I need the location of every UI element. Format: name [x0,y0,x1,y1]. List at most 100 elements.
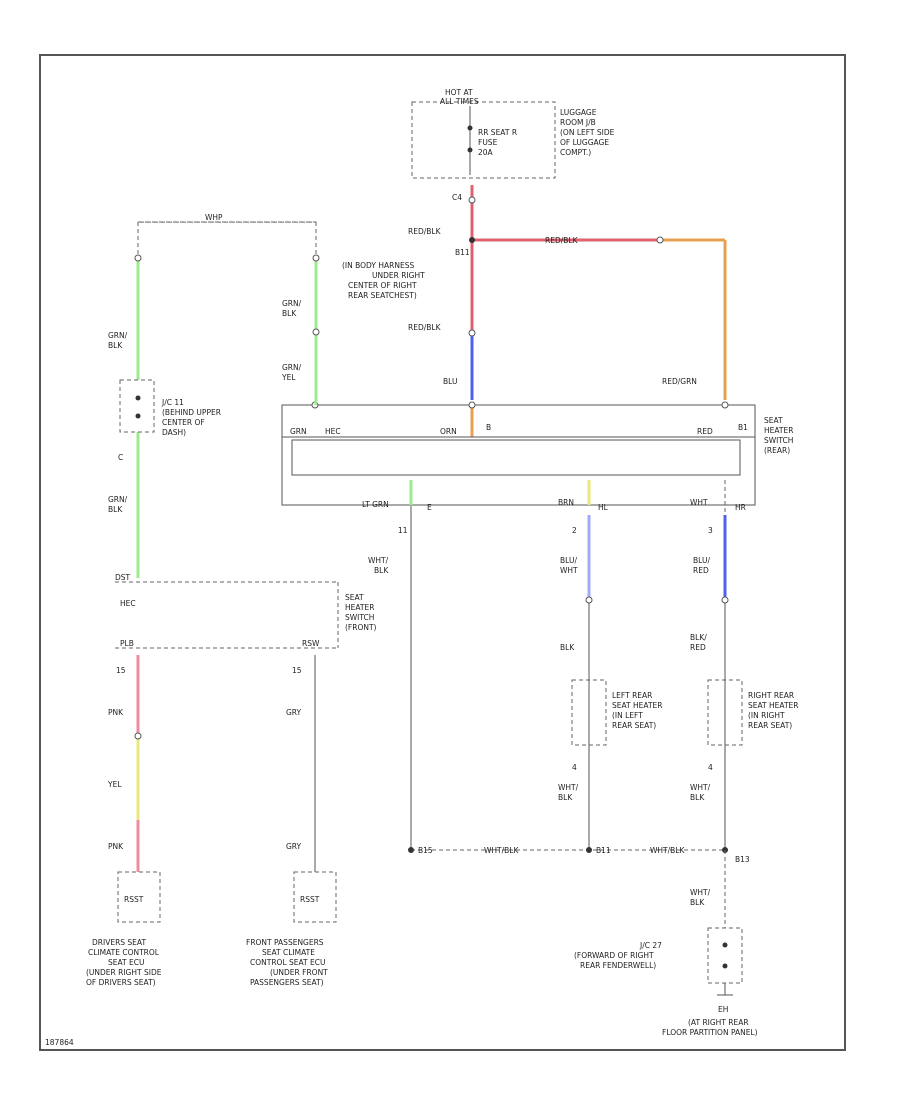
wire-label-wht-blk-2b: BLK [558,793,573,802]
jc27-label-2: (FORWARD OF RIGHT [574,951,654,960]
connector-pnk-yel [134,732,142,740]
switch-term-orn [468,401,476,409]
driver-ecu-connector [117,871,161,923]
terminal-hl-label: HL [598,503,609,512]
branch-terminal [656,236,664,244]
switch-rear-label-3: SWITCH [764,436,793,445]
front-switch-dst: DST [115,573,131,582]
wire-label-red-blk-3: RED/BLK [545,236,579,245]
jb-label-5: COMPT.) [560,148,591,157]
hot-at-label: HOT AT [445,88,473,97]
left-heater-label-2: SEAT HEATER [612,701,662,710]
front-switch-rsw: RSW [302,639,320,648]
pin-15-left: 15 [116,666,126,675]
wire-label-grn-blk-1: GRN/ [108,331,128,340]
junction-b11-label: B11 [596,846,611,855]
switch-rear-label-4: (REAR) [764,446,790,455]
wire-label-grn-yel: GRN/ [282,363,302,372]
driver-ecu-label-1: DRIVERS SEAT [92,938,146,947]
driver-rsst-label: RSST [124,895,144,904]
jc27-label-3: REAR FENDERWELL) [580,961,656,970]
wire-label-blu: BLU [443,377,457,386]
wire-label-blu-red: BLU/ [693,556,710,565]
left-heater-label-1: LEFT REAR [612,691,652,700]
terminal-red-label: RED [697,427,713,436]
splice-label-4: REAR SEATCHEST) [348,291,417,300]
jc11-connector-c: C [118,453,123,462]
wire-label-blu-redb: RED [693,566,709,575]
terminal-b-label: B [486,423,491,432]
wire-label-red-grn: RED/GRN [662,377,697,386]
splice-label-1: (IN BODY HARNESS [342,261,414,270]
connector-grn-right-mid [312,328,320,336]
passenger-ecu-label-5: PASSENGERS SEAT) [250,978,324,987]
jb-label-3: (ON LEFT SIDE [560,128,615,137]
junction-b11 [586,847,592,853]
figure-id: 187864 [45,1038,74,1047]
jc27-box [707,927,743,984]
connector-blu-wht [585,596,593,604]
seat-heater-switch-rear-box [281,404,756,506]
jb-label-2: ROOM J/B [560,118,596,127]
wire-label-wht: WHT [690,498,708,507]
connector-grn-left-top [134,254,142,262]
switch-front-label-2: HEATER [345,603,374,612]
wire-label-grn-blk-2b: BLK [282,309,297,318]
wire-label-yel: YEL [107,780,122,789]
wire-label-wht-blk-2: WHT/ [558,783,579,792]
luggage-room-jb-box [411,101,556,179]
junction-b15-label: B15 [418,846,433,855]
front-switch-plb: PLB [120,639,134,648]
jc11-box [119,379,155,433]
wire-label-grn-blk-1b: BLK [108,341,123,350]
wire-label-grn-blk-3: GRN/ [108,495,128,504]
pin-4-right: 4 [708,763,713,772]
connector-c4-label: C4 [452,193,462,202]
fuse-name-label: RR SEAT R [478,128,517,137]
driver-ecu-label-3: SEAT ECU [108,958,144,967]
wire-label-wht-blk-5: WHT/BLK [650,846,685,855]
jc27-label-1: J/C 27 [639,941,662,950]
diagram-frame [39,54,846,1051]
driver-ecu-label-5: OF DRIVERS SEAT) [86,978,156,987]
splice-b11 [469,237,475,243]
jc11-label-3: CENTER OF [162,418,205,427]
front-switch-hec: HEC [120,599,136,608]
terminal-grn-label: GRN [290,427,307,436]
wire-label-wht-blk-6b: BLK [690,898,705,907]
junction-b15 [408,847,414,853]
wire-label-wht-blk-3b: BLK [690,793,705,802]
wire-label-gry-1: GRY [286,708,302,717]
jc11-node-top [135,395,141,401]
right-heater-label-2: SEAT HEATER [748,701,798,710]
ground-label-1: (AT RIGHT REAR [688,1018,749,1027]
passenger-ecu-label-1: FRONT PASSENGERS [246,938,324,947]
red-blk-terminal [468,329,476,337]
ground-id-label: EH [718,1005,728,1014]
jc27-node-top [722,942,728,948]
passenger-ecu-label-2: SEAT CLIMATE [262,948,315,957]
wire-label-wht-blk-3: WHT/ [690,783,711,792]
left-heater-label-3: (IN LEFT [612,711,643,720]
seat-heater-switch-rear-inner [291,439,741,476]
pin-3-label: 3 [708,526,713,535]
passenger-ecu-label-4: (UNDER FRONT [270,968,328,977]
c4-terminal [468,196,476,204]
jc11-label-1: J/C 11 [161,398,184,407]
driver-ecu-label-2: CLIMATE CONTROL [88,948,160,957]
wire-label-wht-blk-1b: BLK [374,566,389,575]
jb-label-1: LUGGAGE [560,108,597,117]
wire-label-pnk-1: PNK [108,708,124,717]
splice-b11-label: B11 [455,248,470,257]
left-heater-label-4: REAR SEAT) [612,721,656,730]
jb-label-4: OF LUGGAGE [560,138,609,147]
wire-label-gry-2: GRY [286,842,302,851]
wire-label-grn-blk-3b: BLK [108,505,123,514]
passenger-rsst-label: RSST [300,895,320,904]
pin-2-label: 2 [572,526,577,535]
switch-front-label-4: (FRONT) [345,623,377,632]
right-rear-seat-heater-box [707,679,743,746]
pin-4-left: 4 [572,763,577,772]
jc11-node-bottom [135,413,141,419]
terminal-orn-label: ORN [440,427,457,436]
